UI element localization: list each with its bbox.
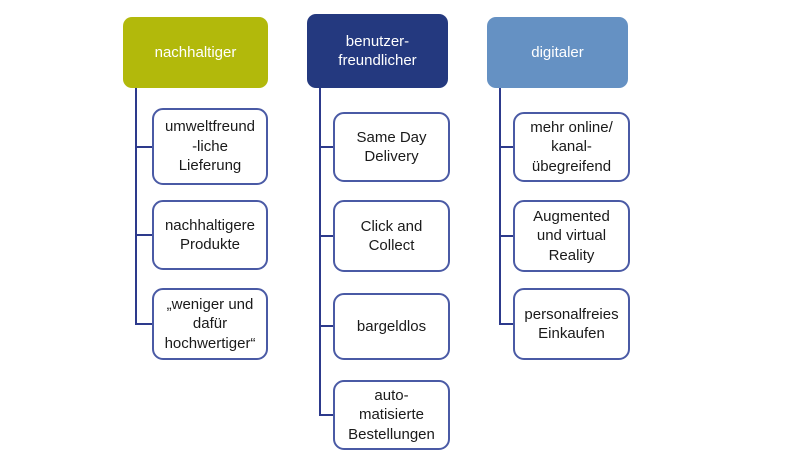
connector-stub xyxy=(319,414,333,416)
node-click-and-collect: Click and Collect xyxy=(333,200,450,272)
node-nachhaltigere-produkte: nachhaltigere Produkte xyxy=(152,200,268,270)
node-same-day-delivery: Same Day Delivery xyxy=(333,112,450,182)
connector-vline xyxy=(319,88,321,416)
header-benutzerfreundlicher: benutzer- freundlicher xyxy=(307,14,448,88)
node-weniger-dafuer-hochwertiger: „weniger und dafür hochwertiger“ xyxy=(152,288,268,360)
node-augmented-virtual-reality: Augmented und virtual Reality xyxy=(513,200,630,272)
header-nachhaltiger: nachhaltiger xyxy=(123,17,268,88)
connector-stub xyxy=(499,146,513,148)
connector-stub xyxy=(319,325,333,327)
node-bargeldlos: bargeldlos xyxy=(333,293,450,360)
node-automatisierte-bestellungen: auto- matisierte Bestellungen xyxy=(333,380,450,450)
connector-stub xyxy=(499,235,513,237)
node-umweltfreundliche-lieferung: umweltfreund -liche Lieferung xyxy=(152,108,268,185)
connector-stub xyxy=(319,235,333,237)
connector-stub xyxy=(135,146,152,148)
connector-vline xyxy=(499,88,501,325)
connector-stub xyxy=(499,323,513,325)
connector-vline xyxy=(135,88,137,325)
connector-stub xyxy=(319,146,333,148)
node-personalfreies-einkaufen: personalfreies Einkaufen xyxy=(513,288,630,360)
node-mehr-online-kanaluebergreifend: mehr online/ kanal- übegreifend xyxy=(513,112,630,182)
header-digitaler: digitaler xyxy=(487,17,628,88)
connector-stub xyxy=(135,234,152,236)
connector-stub xyxy=(135,323,152,325)
